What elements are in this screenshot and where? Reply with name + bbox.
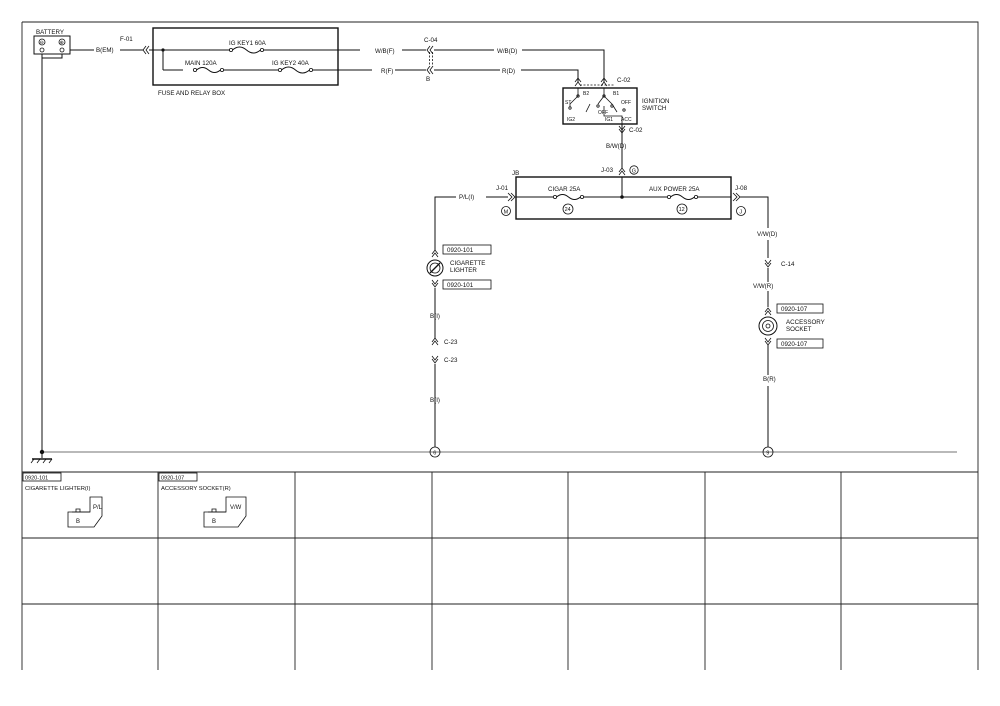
ign-acc: ACC	[621, 117, 632, 123]
connector-c23-top: C-23	[444, 339, 458, 346]
ign-b1: B1	[613, 91, 619, 97]
fuse-cigar-number: 24	[565, 207, 571, 213]
ign-ig2: IG2	[567, 117, 575, 123]
battery-label: BATTERY	[36, 29, 64, 36]
ign-ig1: IG1	[605, 117, 613, 123]
ign-off-right: OFF	[621, 100, 631, 106]
connector-view-cigarette-lighter: 0920-101 CIGARETTE LIGHTER(I) B P/L	[22, 472, 103, 528]
fuse-main: MAIN 120A	[185, 60, 218, 67]
connector-j01: J-01	[496, 185, 509, 192]
connector-c02-bottom: C-02	[629, 127, 643, 134]
ignition-label-1: IGNITION	[642, 98, 670, 105]
jb-g-mark: G	[632, 168, 636, 174]
battery-minus-icon: ⊖	[40, 40, 44, 46]
jb-label: JB	[512, 170, 519, 177]
socket-conn-bottom: 0920-107	[781, 341, 808, 348]
battery: BATTERY ⊖ ⊕	[33, 29, 71, 55]
ignition-label-2: SWITCH	[642, 105, 666, 112]
fuse-aux-power: AUX POWER 25A	[649, 186, 700, 193]
conn-view-2-pin-b: V/W	[230, 505, 242, 511]
lighter-conn-top: 0920-101	[447, 247, 474, 254]
connector-c04-b: B	[426, 76, 430, 83]
connector-c04-symbol	[426, 45, 434, 75]
ground-point-6: 6	[433, 450, 436, 456]
wire-label-vw-r: V/W(R)	[753, 283, 773, 290]
wire-label-pl-i: P/L(I)	[459, 194, 474, 201]
fuse-ig-key2: IG KEY2 40A	[272, 60, 310, 67]
fuse-aux-number: 12	[679, 207, 685, 213]
connector-view-grid	[22, 471, 978, 670]
connector-c14: C-14	[781, 261, 795, 268]
wire-label-b-r: B(R)	[763, 376, 776, 383]
wire-label-bw-d: B/W(D)	[606, 143, 626, 150]
connector-j08: J-08	[735, 185, 748, 192]
jb-m-mark: M	[504, 209, 509, 215]
fuse-box-label: FUSE AND RELAY BOX	[158, 90, 225, 97]
connector-f01-symbol	[142, 45, 150, 55]
ground-point-9: 9	[766, 450, 769, 456]
wire-label-wb-f: W/B(F)	[375, 48, 395, 55]
connector-j03: J-03	[601, 167, 614, 174]
wire-label-b-i-bottom: B(I)	[430, 397, 440, 404]
wire-label-r-f: R(F)	[381, 68, 393, 75]
junction-box: JB CIGAR 25A AUX POWER 25A 24 12	[512, 170, 732, 220]
wire-label-vw-d: V/W(D)	[757, 231, 777, 238]
jb-j-mark: J	[739, 209, 742, 215]
lighter-label-1: CIGARETTE	[450, 260, 485, 267]
lighter-label-2: LIGHTER	[450, 267, 477, 274]
conn-view-2-code: 0920-107	[161, 476, 184, 482]
socket-label-2: SOCKET	[786, 326, 812, 333]
connector-view-accessory-socket: 0920-107 ACCESSORY SOCKET(R) B V/W	[158, 472, 247, 528]
conn-view-1-code: 0920-101	[25, 476, 48, 482]
ign-b2: B2	[583, 91, 589, 97]
socket-label-1: ACCESSORY	[786, 319, 825, 326]
battery-plus-icon: ⊕	[60, 40, 64, 46]
conn-view-1-name: CIGARETTE LIGHTER(I)	[25, 486, 90, 492]
connector-c23-bottom: C-23	[444, 357, 458, 364]
cigarette-lighter: 0920-101 CIGARETTE LIGHTER 0920-101	[426, 244, 492, 290]
lighter-conn-bottom: 0920-101	[447, 282, 474, 289]
conn-view-2-pin-a: B	[212, 519, 216, 525]
conn-view-1-pin-a: B	[76, 519, 80, 525]
fuse-and-relay-box: FUSE AND RELAY BOX IG KEY1 60A MAIN 120A…	[149, 27, 372, 97]
ign-off-center: OFF	[598, 110, 608, 116]
ign-st: ST	[565, 100, 571, 106]
wire-label-b-i-top: B(I)	[430, 313, 440, 320]
diagram-frame	[21, 21, 979, 670]
wire-label-b-em: B(EM)	[96, 47, 114, 54]
wire-label-wb-d: W/B(D)	[497, 48, 517, 55]
socket-conn-top: 0920-107	[781, 306, 808, 313]
conn-view-2-name: ACCESSORY SOCKET(R)	[161, 486, 231, 492]
fuse-ig-key1: IG KEY1 60A	[229, 40, 267, 47]
fuse-cigar: CIGAR 25A	[548, 186, 581, 193]
wire-label-r-d: R(D)	[502, 68, 515, 75]
conn-view-1-pin-b: P/L	[93, 505, 103, 511]
connector-c02-top: C-02	[617, 77, 631, 84]
ignition-switch: C-02 B2 B1 ST OFF OFF IG2 IG1 ACC IGNITI…	[562, 77, 670, 125]
connector-f01: F-01	[120, 36, 133, 43]
connector-c04: C-04	[424, 37, 438, 44]
accessory-socket: 0920-107 ACCESSORY SOCKET 0920-107	[758, 303, 825, 349]
